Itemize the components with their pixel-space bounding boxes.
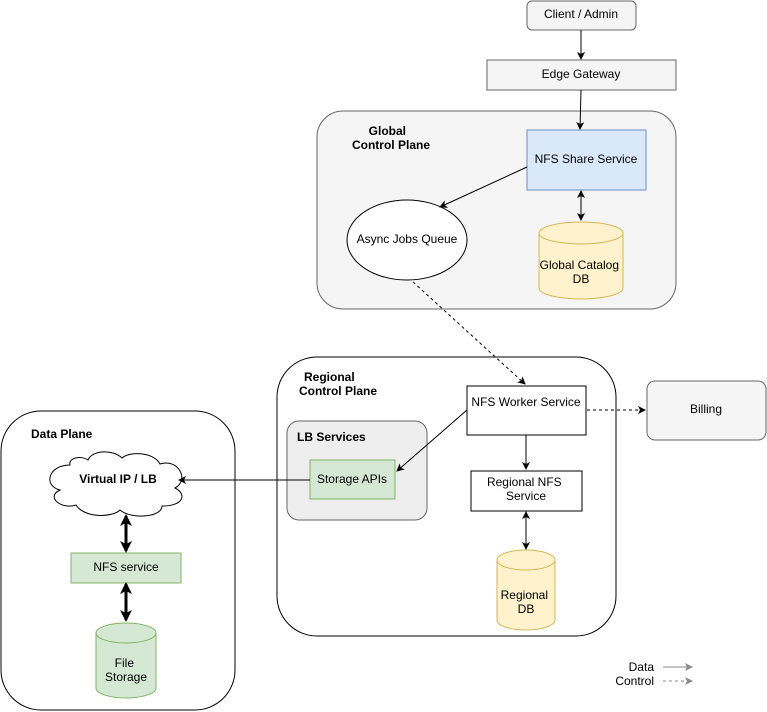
regional-nfs-service-node[interactable]: Regional NFS Service bbox=[470, 470, 583, 512]
edge-gateway-to-nfs-share bbox=[576, 89, 585, 130]
edge-async-queue-to-worker bbox=[412, 281, 526, 385]
nfs-worker-service-label: NFS Worker Service bbox=[471, 395, 580, 409]
global-control-plane-title: Global Control Plane bbox=[352, 124, 430, 152]
nfs-service-label: NFS service bbox=[93, 560, 159, 574]
client-admin-node[interactable]: Client / Admin bbox=[526, 0, 637, 31]
virtual-ip-lb-node[interactable]: Virtual IP / LB bbox=[49, 451, 183, 517]
global-catalog-db-node[interactable]: Global Catalog DB bbox=[538, 221, 624, 300]
nfs-service-node[interactable]: NFS service bbox=[70, 552, 182, 584]
regional-db-node[interactable]: Regional DB bbox=[496, 549, 556, 631]
billing-label: Billing bbox=[690, 402, 722, 416]
file-storage-label: File Storage bbox=[105, 656, 147, 684]
lb-services-title: LB Services bbox=[297, 430, 366, 444]
edge-worker-to-storage-apis bbox=[396, 409, 468, 472]
nfs-share-service-node[interactable]: NFS Share Service bbox=[526, 129, 647, 191]
async-jobs-queue-label: Async Jobs Queue bbox=[357, 232, 458, 246]
async-jobs-queue-node[interactable]: Async Jobs Queue bbox=[346, 199, 468, 281]
edge-gateway-label: Edge Gateway bbox=[542, 67, 621, 81]
file-storage-node[interactable]: File Storage bbox=[95, 622, 157, 699]
legend-data-label: Data bbox=[629, 660, 655, 674]
edges bbox=[120, 30, 646, 622]
virtual-ip-lb-label: Virtual IP / LB bbox=[79, 472, 157, 486]
regional-nfs-service-label: Regional NFS Service bbox=[487, 475, 565, 503]
nfs-worker-service-node[interactable]: NFS Worker Service bbox=[466, 385, 587, 436]
storage-apis-node[interactable]: Storage APIs bbox=[309, 459, 396, 500]
global-catalog-db-label: Global Catalog DB bbox=[540, 258, 623, 286]
edge-nfs-share-to-async-queue bbox=[439, 166, 528, 208]
storage-apis-label: Storage APIs bbox=[317, 472, 387, 486]
client-admin-label: Client / Admin bbox=[544, 7, 618, 21]
legend-control-label: Control bbox=[615, 674, 654, 688]
regional-control-plane-title: Regional Control Plane bbox=[299, 370, 377, 398]
regional-db-label: Regional DB bbox=[501, 588, 552, 616]
legend: Data Control bbox=[615, 660, 693, 688]
data-plane-title: Data Plane bbox=[31, 427, 93, 441]
nfs-share-service-label: NFS Share Service bbox=[535, 152, 638, 166]
edge-gateway-node[interactable]: Edge Gateway bbox=[486, 59, 677, 91]
billing-node[interactable]: Billing bbox=[646, 380, 767, 441]
